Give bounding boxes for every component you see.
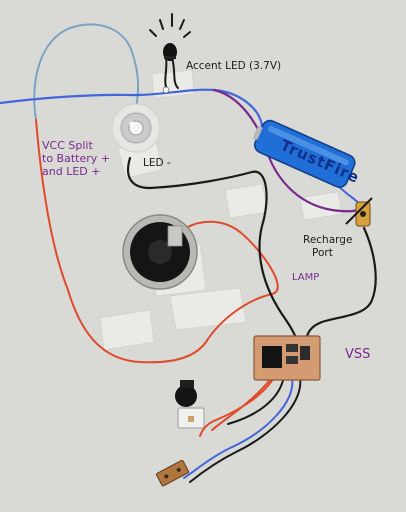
purple-wire: [212, 88, 364, 213]
lamp-label: LAMP: [292, 272, 320, 283]
accent-led-lead-2: [171, 57, 179, 89]
small-board: [156, 459, 190, 487]
accent-led: [163, 43, 177, 61]
lower-wire-black-2: [189, 377, 302, 483]
vcc-label-line2: to Battery +: [42, 152, 110, 165]
led-minus-label: LED -: [143, 157, 171, 169]
circuit-board: [253, 335, 321, 381]
black-wire-port: [305, 226, 377, 354]
vss-label: VSS: [345, 347, 371, 362]
speaker: [122, 214, 198, 290]
lower-wire-red-2: [211, 379, 271, 431]
connector-dot: [162, 86, 170, 94]
wires: [0, 23, 377, 483]
lower-wire-black: [227, 375, 285, 425]
red-wire: [35, 119, 279, 364]
recharge-label-line2: Port: [312, 247, 333, 259]
black-wire-led: [126, 156, 298, 352]
lower-wire-blue: [183, 377, 294, 479]
power-led: [111, 103, 161, 153]
vcc-label-line1: VCC Split: [42, 139, 93, 152]
recharge-label-line1: Recharge: [303, 234, 353, 246]
battery: [253, 119, 356, 188]
lower-wire-red: [199, 373, 277, 437]
accent-led-label: Accent LED (3.7V): [186, 60, 282, 72]
switch: [175, 380, 205, 429]
recharge-port: [345, 197, 373, 227]
lightblue-wire: [33, 23, 140, 121]
accent-led-rays: [149, 13, 191, 38]
vcc-label-line3: and LED +: [42, 165, 101, 178]
